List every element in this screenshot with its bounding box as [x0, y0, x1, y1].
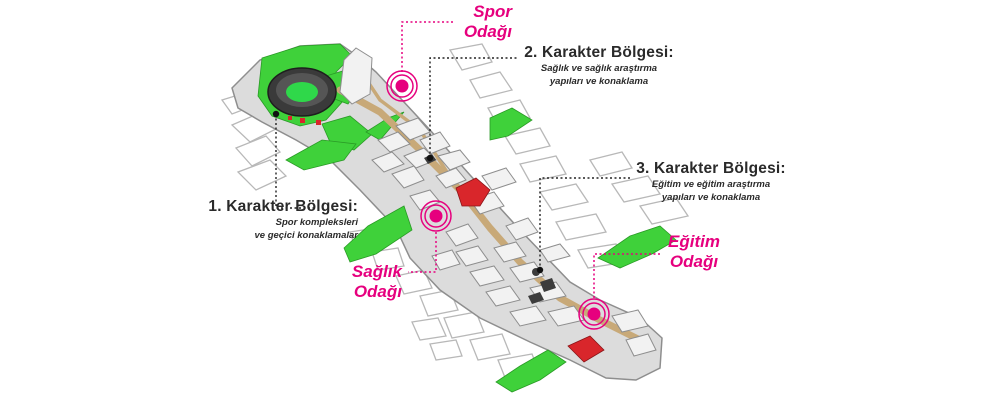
zone1-label: 1. Karakter Bölgesi: Spor kompleksleri v…	[196, 198, 358, 242]
zone3-label: 3. Karakter Bölgesi: Eğitim ve eğitim ar…	[628, 160, 794, 204]
red-landmarks	[455, 177, 605, 363]
spor-focus-line1: Spor	[473, 2, 512, 21]
saglik-focus-line1: Sağlık	[351, 262, 402, 281]
zone2-label: 2. Karakter Bölgesi: Sağlık ve sağlık ar…	[516, 44, 682, 88]
zone3-desc1: Eğitim ve eğitim araştırma	[651, 179, 771, 190]
zone1-desc2: ve geçici konaklamalar	[254, 230, 358, 241]
zone1-desc1: Spor kompleksleri	[275, 217, 358, 228]
saglik-focus-marker	[420, 200, 452, 232]
zone-leader-lines	[275, 57, 630, 270]
focus-leader-lines	[401, 21, 660, 298]
tower-block	[339, 47, 373, 105]
spor-focus-label: Spor Odağı	[450, 2, 512, 42]
egitim-focus-label: Eğitim Odağı	[658, 232, 730, 272]
egitim-focus-line2: Odağı	[669, 252, 719, 271]
zone2-title: 2. Karakter Bölgesi:	[524, 44, 674, 61]
egitim-focus-line1: Eğitim	[668, 232, 720, 251]
zone3-desc2: yapıları ve konaklama	[661, 192, 761, 203]
stadium	[267, 67, 337, 117]
spor-focus-line2: Odağı	[463, 22, 512, 41]
spor-focus-marker	[386, 70, 418, 102]
zone2-desc1: Sağlık ve sağlık araştırma	[540, 63, 658, 74]
zone-leader-dots	[272, 110, 544, 274]
red-markers	[288, 116, 321, 125]
zone2-desc2: yapıları ve konaklama	[549, 76, 649, 87]
zone3-title: 3. Karakter Bölgesi:	[636, 160, 786, 177]
main-axis-path	[336, 86, 644, 344]
saglik-focus-line2: Odağı	[353, 282, 402, 301]
zone1-title: 1. Karakter Bölgesi:	[208, 198, 358, 215]
saglik-focus-label: Sağlık Odağı	[318, 262, 402, 302]
egitim-focus-marker	[578, 298, 610, 330]
